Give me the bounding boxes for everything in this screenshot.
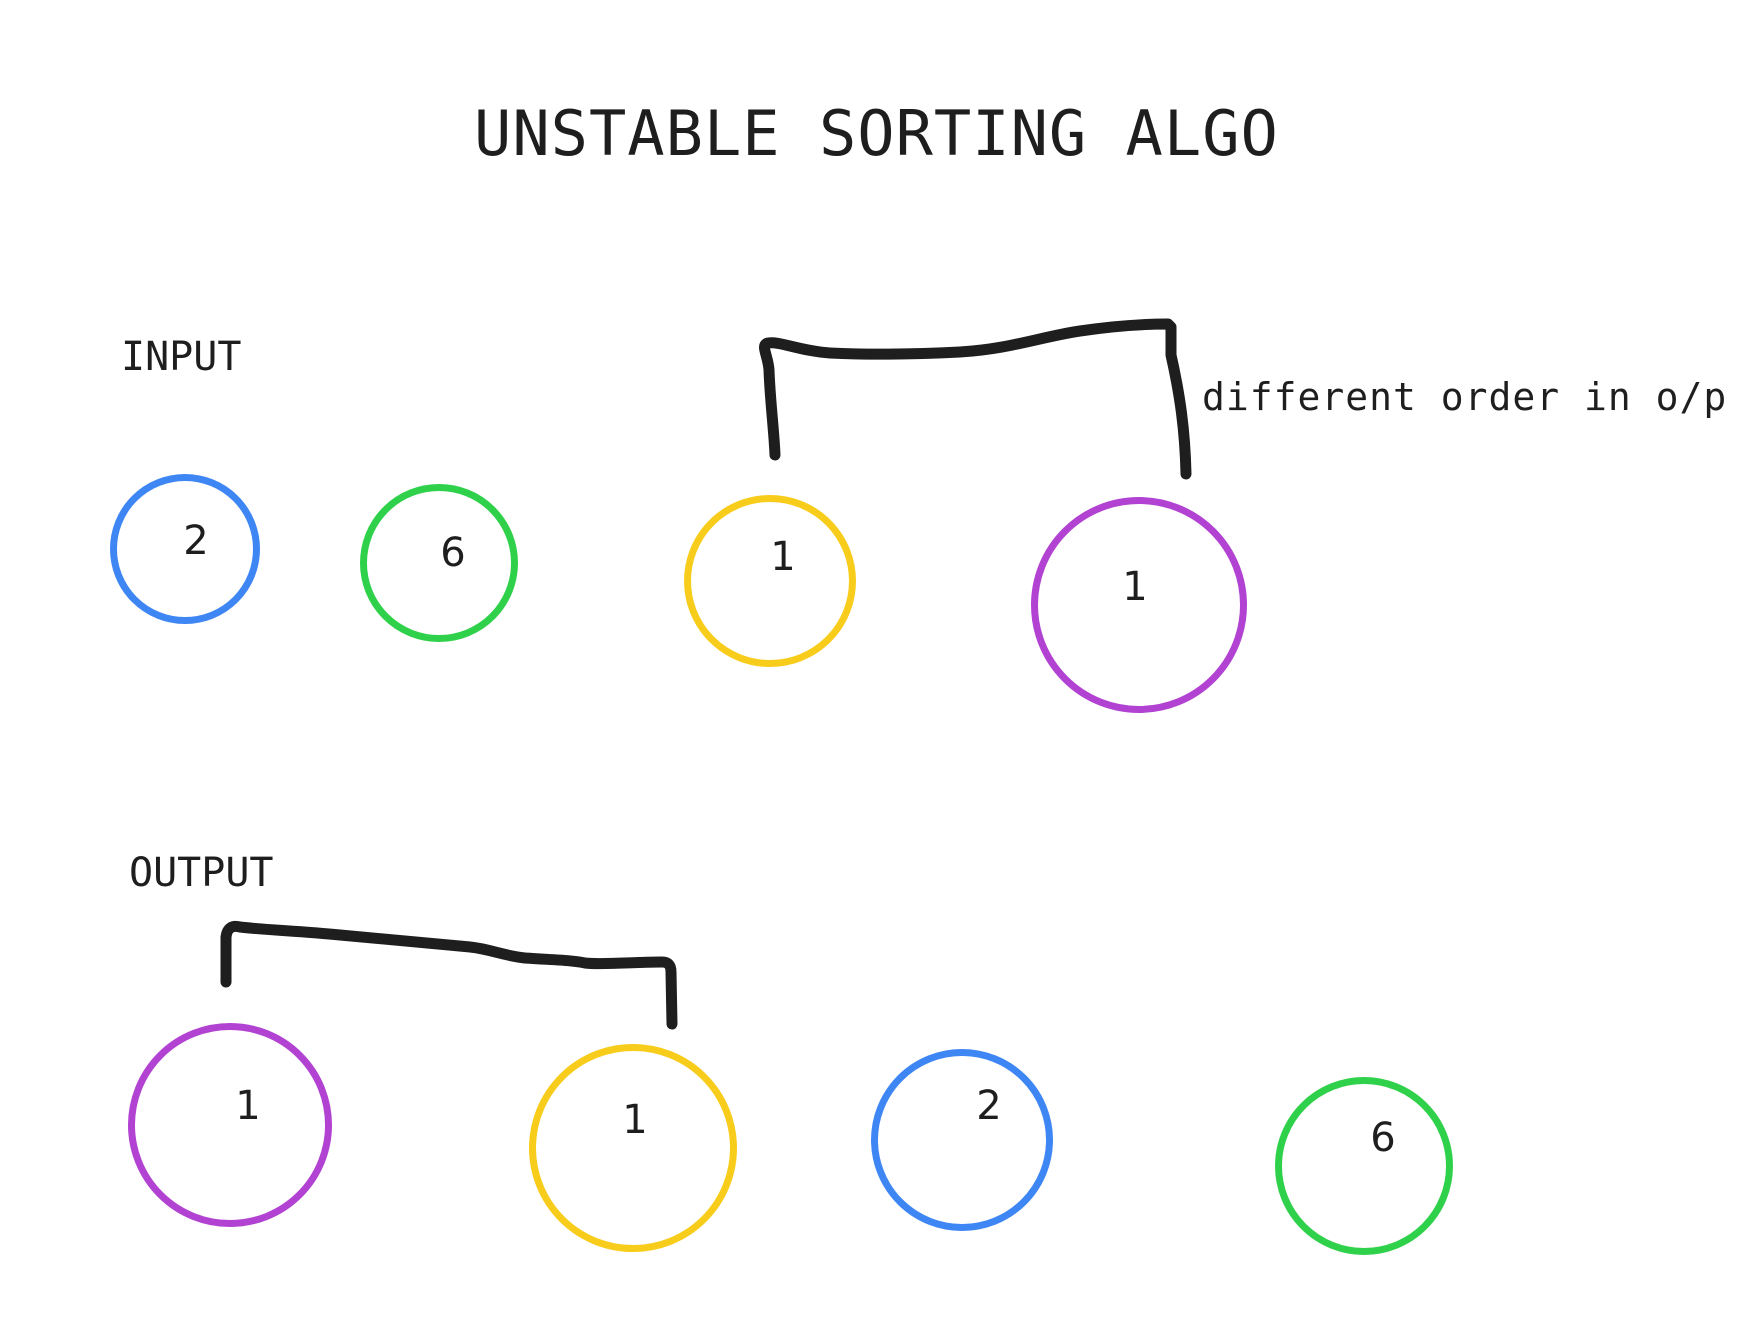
input-node-2	[360, 484, 518, 642]
input-node-1	[110, 474, 260, 624]
input-node-4	[1031, 497, 1247, 713]
input-bracket	[759, 318, 1192, 480]
output-node-4-value: 6	[1370, 1115, 1396, 1161]
output-node-1-value: 1	[235, 1083, 261, 1129]
output-node-3-value: 2	[976, 1083, 1002, 1129]
input-node-1-value: 2	[183, 518, 209, 564]
input-node-2-value: 6	[440, 530, 466, 576]
output-node-3	[871, 1049, 1053, 1231]
output-node-2	[529, 1044, 737, 1252]
input-label: INPUT	[121, 334, 242, 380]
output-node-1	[128, 1023, 332, 1227]
input-node-4-value: 1	[1122, 564, 1148, 610]
input-node-3	[684, 495, 856, 667]
input-node-3-value: 1	[770, 534, 796, 580]
output-node-4	[1275, 1077, 1453, 1255]
annotation-text: different order in o/p	[1202, 375, 1728, 419]
output-label: OUTPUT	[129, 850, 274, 896]
output-node-2-value: 1	[622, 1097, 648, 1143]
diagram-title: UNSTABLE SORTING ALGO	[474, 97, 1279, 170]
output-bracket	[220, 920, 678, 1030]
